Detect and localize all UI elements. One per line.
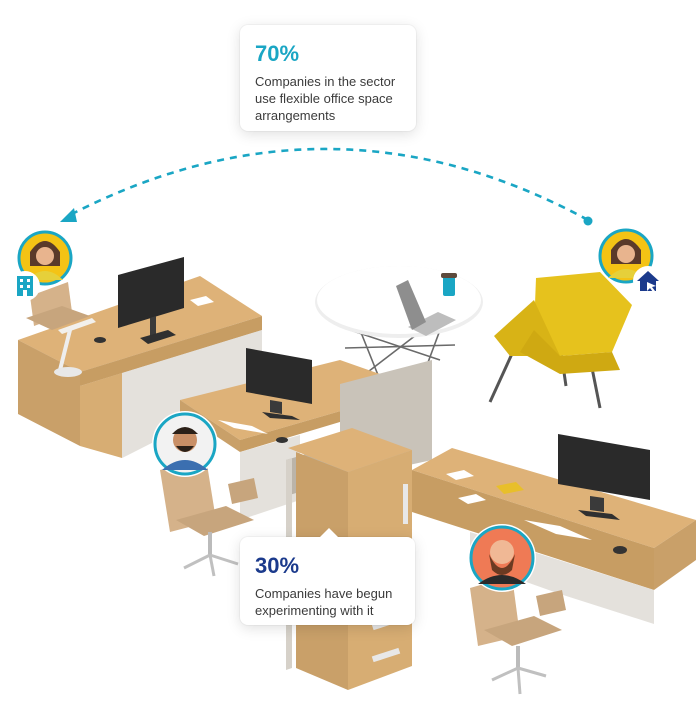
building-icon	[10, 271, 40, 301]
home-cursor-icon	[633, 266, 663, 296]
stat-percent: 70%	[255, 41, 300, 66]
coffee-table	[315, 266, 483, 385]
avatar-man-center	[152, 411, 218, 477]
stat-description-line: Companies have begun	[255, 586, 393, 601]
stat-description-line: Companies in the sector	[255, 74, 396, 89]
left-chair	[26, 282, 90, 330]
dashed-arc-arrow	[60, 147, 593, 226]
avatar-woman-office	[16, 229, 74, 287]
stat-description-line: arrangements	[255, 108, 336, 123]
stat-callout-flexible: 70% Companies in the sector use flexible…	[240, 25, 416, 131]
office-chair-left	[160, 458, 258, 577]
stat-description-line: use flexible office space	[255, 91, 393, 106]
stat-description-line: experimenting with it	[255, 603, 374, 618]
office-chair-right	[470, 576, 566, 695]
avatar-man-bearded	[468, 524, 536, 592]
stat-callout-experimenting: 30% Companies have begun experimenting w…	[240, 528, 415, 625]
lounge-chair	[488, 272, 632, 409]
left-desk	[18, 257, 262, 458]
stat-percent: 30%	[255, 553, 300, 578]
